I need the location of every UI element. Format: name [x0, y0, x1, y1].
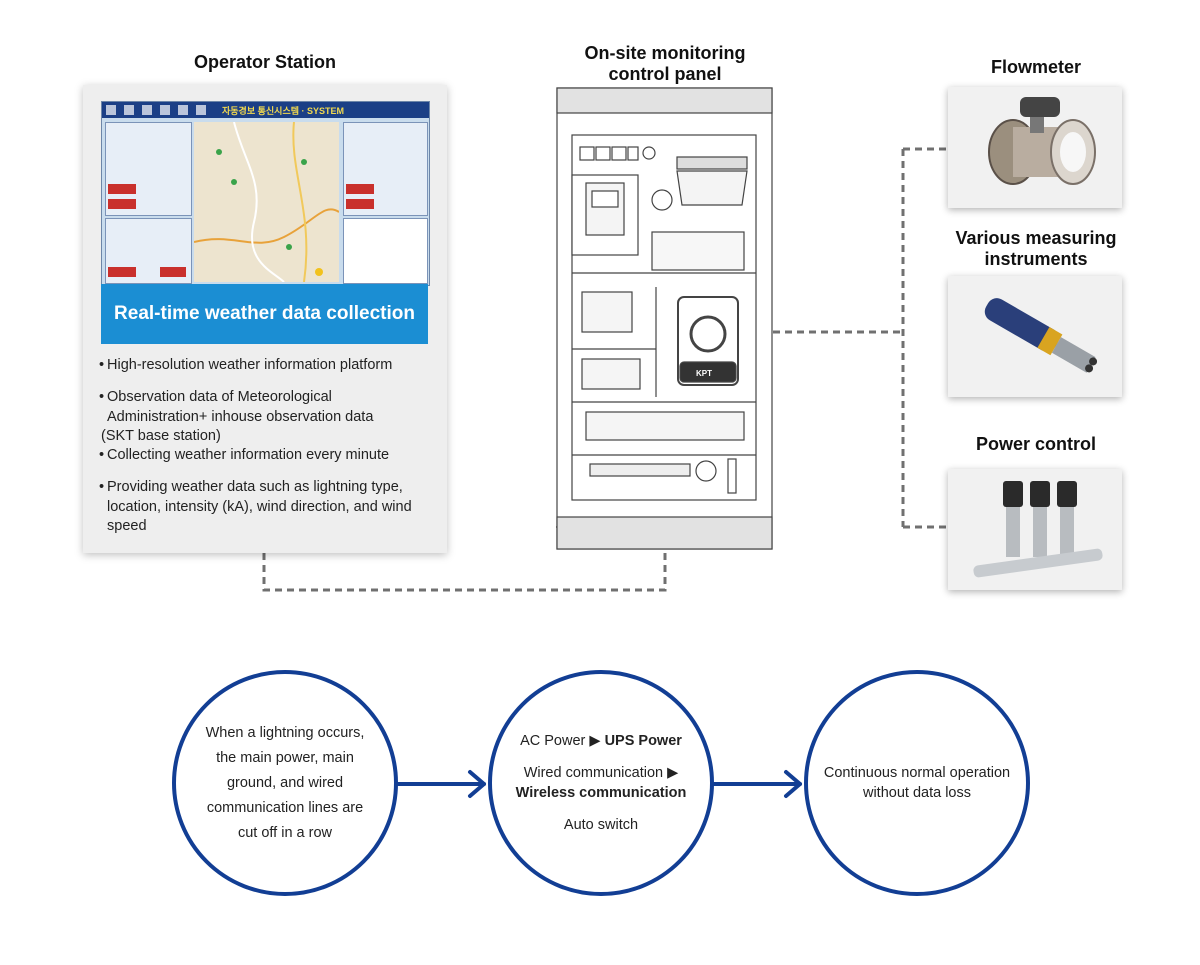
screen-alert-red-1 [108, 184, 136, 194]
step1-line2: the main power, main [216, 749, 354, 766]
bullet-text-2-line3: (SKT base station) [101, 428, 221, 444]
screen-alert-red-5 [346, 184, 374, 194]
power-control-title: Power control [975, 434, 1096, 454]
screen-alert-red-4 [160, 267, 186, 277]
control-panel-title-line1: On-site monitoring [584, 43, 746, 63]
instruments-title: Various measuring instruments [926, 228, 1146, 270]
ups-power-label: UPS Power [604, 733, 682, 749]
step3-line1: Continuous normal operation [823, 765, 1011, 781]
screen-alert-red-3 [108, 267, 136, 277]
bullet-text-2-line1: Observation data of Meteorological [107, 389, 332, 405]
bullet-item-2: •Observation data of Meteorological Admi… [99, 388, 439, 447]
measuring-instruments-card [948, 276, 1122, 397]
step2-wired-line: Wired communication ▶ [524, 763, 679, 783]
step1-line3: ground, and wired [226, 774, 344, 791]
bullet-text-1: High-resolution weather information plat… [107, 357, 393, 373]
bullet-text-3: Collecting weather information every min… [107, 447, 390, 463]
realtime-weather-banner: Real-time weather data collection [101, 284, 428, 344]
flowmeter-title: Flowmeter [990, 57, 1082, 77]
wireless-label: Wireless communication [515, 785, 687, 801]
operator-station-title: Operator Station [193, 52, 336, 72]
flow-step-continuous-operation: Continuous normal operation without data… [804, 670, 1030, 896]
flow-step-auto-switch: AC Power ▶ UPS Power Wired communication… [488, 670, 714, 896]
screen-alert-red-6 [346, 199, 374, 209]
arrow-head-2 [784, 770, 802, 798]
bullet-symbol: • [99, 447, 105, 463]
flowmeter-image [988, 97, 1096, 185]
bullet-item-1: •High-resolution weather information pla… [99, 356, 439, 376]
wired-label: Wired communication [523, 765, 664, 781]
bullet-symbol: • [99, 357, 105, 373]
bullet-item-4: •Providing weather data such as lightnin… [99, 478, 439, 537]
bullet-symbol: • [99, 479, 105, 495]
step1-line1: When a lightning occurs, [205, 724, 365, 741]
step1-line5: cut off in a row [237, 824, 333, 841]
screen-toolbar-icons [106, 105, 206, 115]
power-control-image [973, 481, 1103, 578]
monitoring-screenshot: 자동경보 통신시스템 · SYSTEM [101, 101, 430, 286]
bullet-text-2-line2: Administration+ inhouse observation data [107, 408, 374, 425]
ac-power-label: AC Power [520, 733, 586, 749]
arrow-right-icon: ▶ [667, 765, 679, 781]
instruments-title-line2: instruments [984, 249, 1088, 269]
arrow-head-1 [468, 770, 486, 798]
screen-right-panel-bottom [343, 218, 428, 284]
map-roads [193, 121, 340, 283]
bullet-symbol: • [99, 389, 105, 405]
instruments-image [984, 298, 1098, 373]
bullet-text-4-line1: Providing weather data such as lightning… [107, 479, 403, 495]
control-panel-cabinet: KPT [556, 87, 773, 550]
control-panel-title-line2: control panel [608, 64, 722, 84]
screen-header-text: 자동경보 통신시스템 · SYSTEM [222, 106, 345, 116]
power-control-card [948, 469, 1122, 590]
arrow-right-icon: ▶ [589, 733, 601, 749]
screen-alert-red-2 [108, 199, 136, 209]
step2-power-line: AC Power ▶ UPS Power [520, 731, 682, 751]
step1-line4: communication lines are [206, 799, 364, 816]
screen-map [193, 121, 340, 283]
bullet-item-3: •Collecting weather information every mi… [99, 446, 439, 466]
auto-switch-label: Auto switch [563, 817, 639, 833]
panel-brand-label: KPT [696, 369, 712, 378]
flowmeter-card [948, 87, 1122, 208]
step3-line2: without data loss [862, 785, 971, 801]
bullet-text-4-line3: speed [107, 518, 147, 534]
flow-step-lightning: When a lightning occurs, the main power,… [172, 670, 398, 896]
instruments-title-line1: Various measuring [955, 228, 1117, 248]
control-panel-title: On-site monitoring control panel [540, 43, 790, 85]
bullet-text-4-line2: location, intensity (kA), wind direction… [107, 498, 412, 515]
